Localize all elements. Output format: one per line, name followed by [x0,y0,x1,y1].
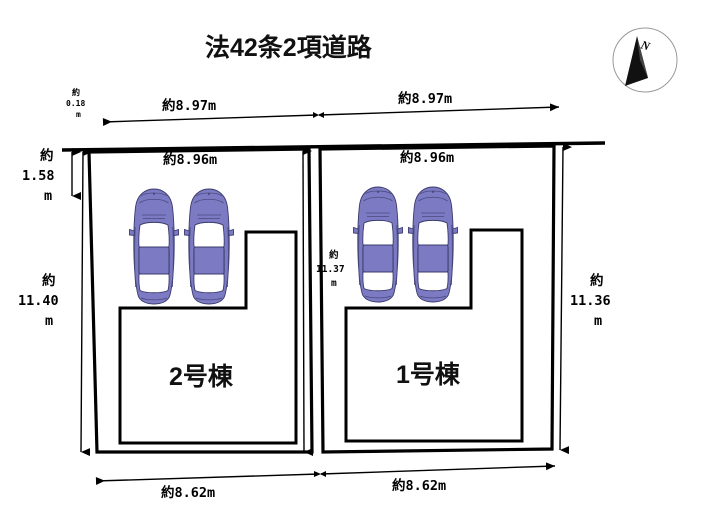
building-2-label: 2号棟 [169,363,234,391]
center-full-value: 11.37 [316,264,345,275]
page-title: 法42条2項道路 [205,33,373,62]
left-upper-dimension: 約 1.58 m [22,147,81,204]
bottom-dim-right-line [320,462,556,475]
compass-rose: N [612,27,678,93]
compass-needle-shade-icon [637,36,648,78]
center-full-unit: m [331,278,337,289]
building-2-footprint [118,230,298,445]
lot-2-parking-cars [129,188,234,305]
car-icon [353,186,403,303]
road-dim-mid-arrow-left [313,112,319,118]
road-boundary-line [61,141,606,152]
road-dim-right-line [318,103,560,116]
left-upper-unit: m [44,188,52,204]
center-full-prefix: 約 [329,249,339,261]
center-full-dim-line [302,147,314,456]
offset-top-value: 0.18 [66,99,85,108]
car-icon [408,186,458,303]
left-full-value: 11.40 [18,293,59,309]
right-full-value: 11.36 [570,293,611,309]
left-full-unit: m [45,313,53,329]
right-full-prefix: 約 [590,272,604,289]
left-full-dim-line [80,148,92,457]
road-dimension-group: 約8.97m 約8.97m [102,90,560,126]
bottom-dim-left-label: 約8.62m [161,484,215,501]
right-full-dim-line [559,143,572,455]
road-dim-right-label: 約8.97m [398,90,452,107]
left-full-prefix: 約 [42,272,56,289]
bottom-dimension-group: 約8.62m 約8.62m [95,462,556,501]
road-dim-left-line [102,114,318,126]
building-1-footprint [344,228,524,443]
lot-1-top-dim-label: 約8.96m [400,149,454,166]
lot-1-parking-cars [353,186,458,303]
right-full-dimension: 約 11.36 m [559,143,611,455]
car-icon [129,188,179,305]
bottom-dim-left-line [95,473,320,485]
left-upper-value: 1.58 [22,168,55,184]
car-icon [184,188,234,305]
right-full-unit: m [594,313,602,329]
bottom-dim-right-label: 約8.62m [392,477,446,494]
left-upper-prefix: 約 [40,147,54,164]
offset-top-dimension: 約 0.18 m [66,87,85,119]
bottom-dim-mid-arrow-left [314,471,321,477]
building-1-label: 1号棟 [396,361,461,389]
center-full-dimension: 約 11.37 m [302,147,345,456]
lot-2-top-dim-label: 約8.96m [163,151,217,168]
compass-needle-icon [625,36,648,86]
offset-top-prefix: 約 [72,87,80,97]
left-full-dimension: 約 11.40 m [18,148,92,457]
offset-top-unit: m [76,110,81,119]
road-dim-left-label: 約8.97m [162,97,216,114]
lot-1-boundary [318,144,556,454]
